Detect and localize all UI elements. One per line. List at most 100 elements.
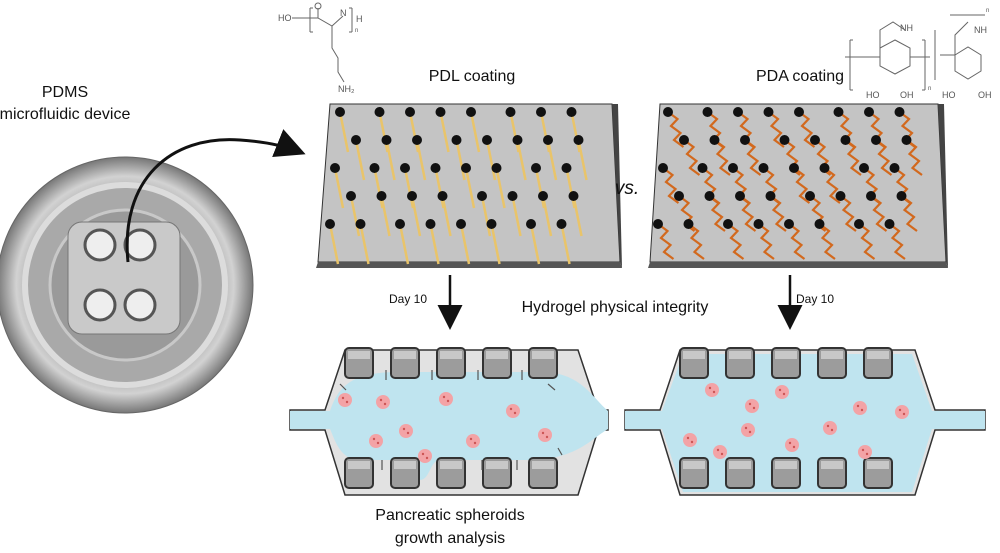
pdl-molecule-rod (338, 111, 350, 153)
molecule-head (810, 135, 820, 145)
pancreatic-spheroid (376, 395, 390, 409)
pancreatic-spheroid (538, 428, 552, 442)
molecule-head (407, 191, 417, 201)
pdl-molecule-rod (455, 139, 466, 181)
pda-molecule-chain (727, 223, 745, 260)
pillar-highlight (394, 461, 416, 469)
molecule-head (704, 191, 715, 201)
molecule-head (482, 135, 492, 145)
spheroid-cell (748, 430, 752, 434)
pillar-highlight (440, 351, 462, 359)
molecule-head (840, 135, 851, 145)
pdl-molecule-rod (539, 111, 551, 153)
pancreatic-spheroid (369, 434, 383, 448)
pdl-molecule-rod (333, 167, 345, 209)
molecule-head (374, 107, 385, 117)
pancreatic-spheroid (741, 423, 755, 437)
spheroid-cell (402, 427, 406, 431)
molecule-head (355, 219, 366, 229)
pdl-molecule-rod (415, 139, 427, 181)
pillar-highlight (729, 351, 751, 359)
pda-molecule-chain (662, 167, 680, 204)
chem-oh-2: OH (978, 90, 992, 100)
spheroid-cell (720, 452, 724, 456)
molecule-head (702, 107, 713, 117)
chem-nh-2: NH (974, 25, 987, 35)
molecule-head (866, 191, 876, 201)
pancreatic-spheroid (858, 445, 872, 459)
pdl-molecule-rod (469, 111, 481, 153)
pda-coating-label: PDA coating (755, 68, 845, 85)
spheroid-cell (406, 431, 410, 435)
device-label-line1: PDMS (41, 84, 89, 101)
pda-molecule-chain (713, 139, 731, 176)
pdl-molecule-rod (516, 139, 527, 181)
pancreatic-spheroid (745, 399, 759, 413)
molecule-head (568, 191, 579, 201)
pdl-molecule-rod (490, 223, 501, 265)
pdl-molecule-rod (546, 139, 558, 181)
molecule-head (456, 219, 466, 229)
pdl-molecule-rod (408, 111, 420, 153)
spheroid-cell (446, 399, 450, 403)
pdl-molecule-rod (565, 167, 576, 209)
chem-n: N (340, 8, 347, 18)
molecule-head (871, 135, 881, 145)
pdl-molecule-rod (429, 223, 440, 265)
spheroid-cell (383, 402, 387, 406)
pdl-molecule-rod (485, 139, 497, 181)
pda-molecule-chain (708, 195, 726, 232)
molecule-head (789, 163, 799, 173)
molecule-head (412, 135, 422, 145)
pdl-molecule-rod (441, 195, 452, 237)
molecule-head (884, 219, 895, 229)
pdl-molecule-rod (373, 167, 384, 209)
pda-molecule-chain (870, 195, 888, 232)
molecule-head (784, 219, 794, 229)
spheroid-cell (372, 437, 376, 441)
spheroid-cell (788, 441, 792, 445)
spheroid-cell (425, 456, 429, 460)
molecule-head (346, 191, 356, 201)
molecule-head (561, 163, 572, 173)
pda-molecule-chain (744, 139, 762, 176)
pda-molecule-chain (798, 111, 816, 148)
pillar-highlight (683, 351, 705, 359)
molecule-head (814, 219, 825, 229)
molecule-head (889, 163, 900, 173)
vs-label: vs. (614, 178, 640, 199)
pancreatic-spheroid (705, 383, 719, 397)
pancreatic-spheroid (399, 424, 413, 438)
pancreatic-spheroid (895, 405, 909, 419)
shrinkage-arrow (557, 447, 563, 456)
pancreatic-spheroid (338, 393, 352, 407)
pda-molecule-chain (888, 223, 906, 260)
molecule-head (753, 219, 764, 229)
chem-ho: HO (278, 13, 292, 23)
molecule-head (740, 135, 750, 145)
pancreatic-spheroid (466, 434, 480, 448)
molecule-head (566, 107, 577, 117)
pdl-molecule-rod (434, 167, 445, 209)
spheroid-cell (442, 395, 446, 399)
molecule-head (531, 163, 541, 173)
pillar-highlight (867, 461, 889, 469)
chem-h: H (356, 14, 363, 24)
pda-molecule-chain (905, 139, 923, 176)
pda-molecule-chain (767, 111, 785, 148)
pda-molecule-chain (667, 111, 685, 148)
pancreatic-spheroid (418, 449, 432, 463)
analysis-label-line2: growth analysis (394, 530, 506, 547)
pda-molecule-chain (788, 223, 806, 260)
molecule-head (805, 191, 815, 201)
molecule-head (507, 191, 518, 201)
pdl-molecule-rod (529, 223, 541, 265)
spheroid-cell (752, 406, 756, 410)
spheroid-cell (690, 440, 694, 444)
molecule-head (697, 163, 708, 173)
molecule-head (430, 163, 441, 173)
pda-molecule-chain (858, 223, 876, 260)
spheroid-cell (473, 441, 477, 445)
molecule-head (335, 107, 345, 117)
pdl-molecule-rod (560, 223, 571, 265)
